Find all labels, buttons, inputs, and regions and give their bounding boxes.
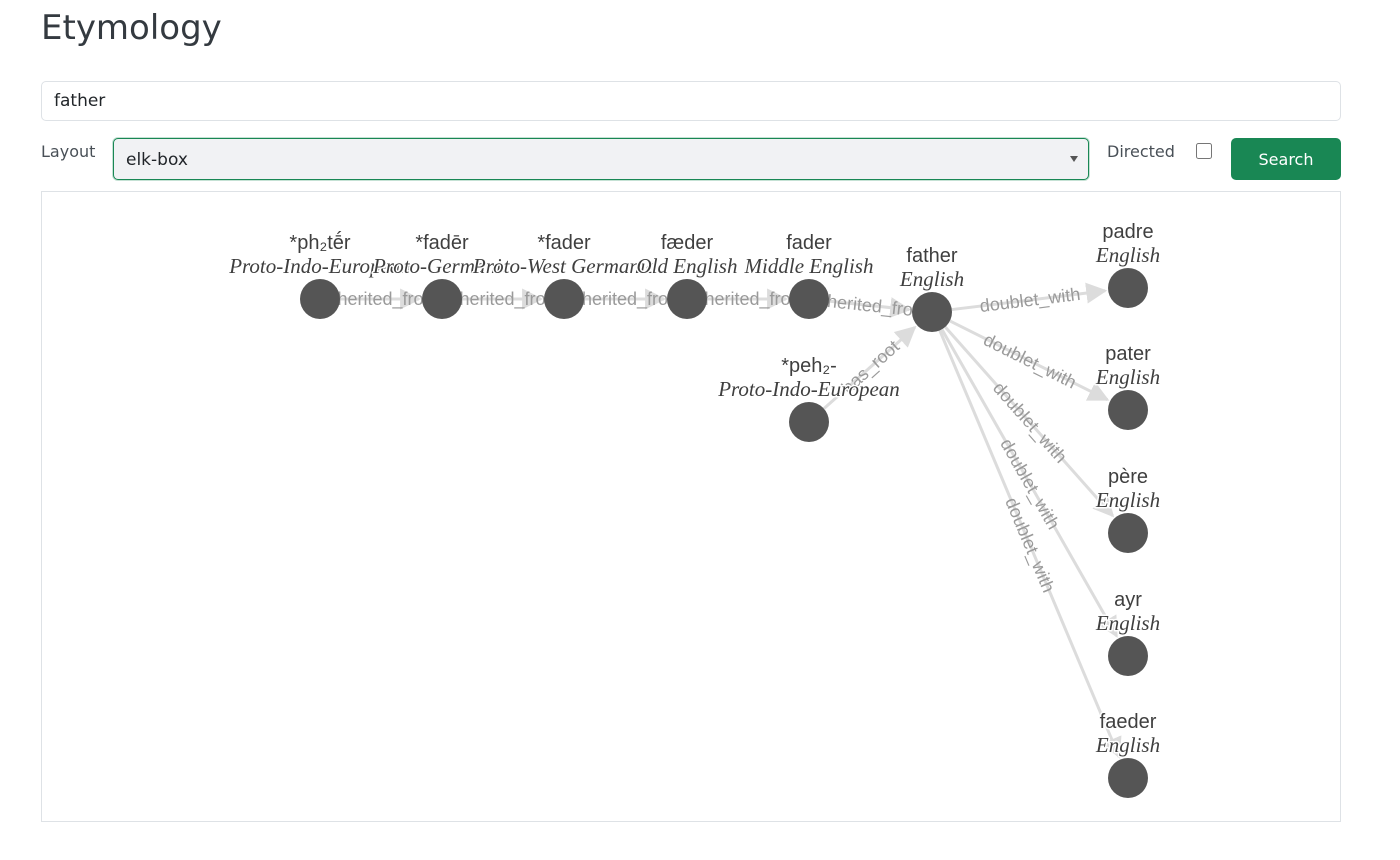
node-language-label: Proto-Indo-European — [228, 254, 411, 278]
node-language-label: English — [899, 267, 964, 291]
edge-label: doublet_with — [988, 378, 1071, 468]
page-title: Etymology — [41, 8, 222, 48]
node-language-label: Middle English — [744, 254, 874, 278]
node-language-label: Proto-West Germanic — [472, 254, 656, 278]
node-language-label: Proto-Germanic — [372, 254, 512, 278]
edge-label: doublet_with — [979, 284, 1082, 317]
edge-n5-n6[interactable] — [828, 297, 912, 319]
node-word-label: ayr — [1114, 589, 1142, 611]
edge-label: inherited_from — [323, 289, 438, 310]
graph-node-n2[interactable] — [422, 279, 462, 319]
edge-n6-n12[interactable] — [938, 329, 1122, 759]
node-language-label: Proto-Indo-European — [717, 377, 900, 401]
edge-n6-n10[interactable] — [944, 325, 1115, 518]
node-language-label: Old English — [637, 254, 738, 278]
edge-label: inherited_from — [445, 289, 560, 310]
graph-node-n12[interactable] — [1108, 758, 1148, 798]
node-word-label: fæder — [661, 232, 714, 254]
node-language-label: English — [1095, 243, 1160, 267]
node-language-label: English — [1095, 365, 1160, 389]
node-word-label: father — [906, 245, 957, 267]
node-word-label: faeder — [1100, 711, 1157, 733]
directed-checkbox[interactable] — [1196, 143, 1212, 159]
node-word-label: fader — [786, 232, 832, 254]
graph-node-n10[interactable] — [1108, 513, 1148, 553]
graph-node-n8[interactable] — [1108, 268, 1148, 308]
edge-label: inherited_from — [690, 289, 805, 310]
node-word-label: pater — [1105, 343, 1151, 365]
node-word-label: *fadēr — [415, 232, 469, 254]
directed-label: Directed — [1107, 142, 1175, 161]
edge-n7-n6[interactable] — [822, 325, 917, 410]
node-language-label: English — [1095, 488, 1160, 512]
edge-label: inherited_from — [812, 290, 929, 323]
edge-n6-n11[interactable] — [940, 328, 1118, 638]
chevron-down-icon — [1070, 156, 1078, 162]
edge-label: inherited_from — [568, 289, 683, 310]
graph-node-n5[interactable] — [789, 279, 829, 319]
graph-node-n11[interactable] — [1108, 636, 1148, 676]
node-word-label: padre — [1102, 221, 1153, 243]
etymology-graph[interactable]: inherited_from inherited_from inherited_fr… — [42, 192, 1340, 821]
graph-node-n4[interactable] — [667, 279, 707, 319]
graph-node-n3[interactable] — [544, 279, 584, 319]
node-word-label: *fader — [537, 232, 591, 254]
edge-n6-n8[interactable] — [951, 282, 1108, 312]
layout-label: Layout — [41, 142, 96, 161]
layout-select[interactable]: elk-box — [113, 138, 1089, 180]
search-input[interactable] — [41, 81, 1341, 121]
search-button[interactable]: Search — [1231, 138, 1341, 180]
graph-node-n7[interactable] — [789, 402, 829, 442]
node-word-label: père — [1108, 466, 1148, 488]
node-language-label: English — [1095, 611, 1160, 635]
node-word-label: *peh₂- — [781, 355, 837, 377]
node-language-label: English — [1095, 733, 1160, 757]
graph-node-n1[interactable] — [300, 279, 340, 319]
layout-select-value: elk-box — [126, 150, 188, 170]
edge-n6-n9[interactable] — [949, 319, 1110, 402]
graph-node-n6[interactable] — [912, 292, 952, 332]
node-word-label: *ph₂tḗr — [289, 231, 350, 254]
graph-panel[interactable]: inherited_from inherited_from inherited_fr… — [41, 191, 1341, 822]
graph-node-n9[interactable] — [1108, 390, 1148, 430]
